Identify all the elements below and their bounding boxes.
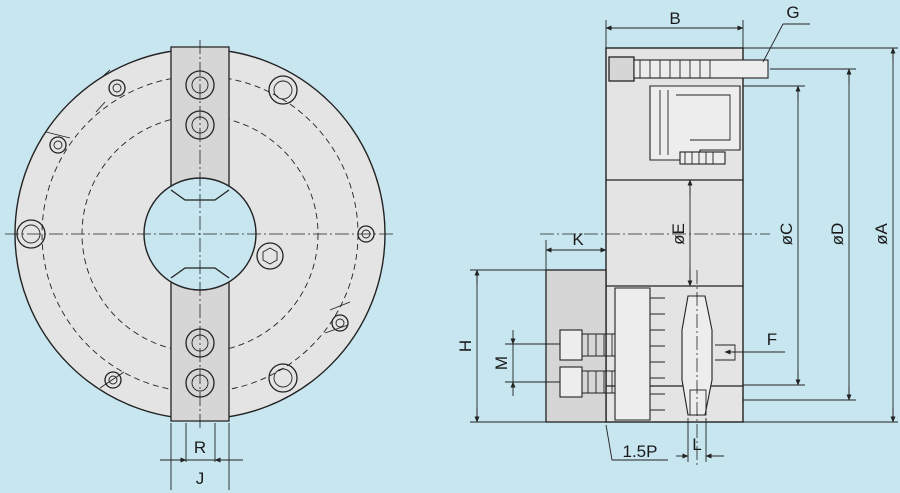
tapped-hole <box>331 314 349 332</box>
tapped-hole <box>104 371 122 389</box>
dim-label-C: øC <box>777 223 796 246</box>
cap-screw-head <box>608 56 635 82</box>
dim-label-B: B <box>669 9 680 28</box>
dim-label-L: L <box>692 435 701 454</box>
dim-label-F: F <box>767 330 777 349</box>
dim-label-P: 1.5P <box>623 442 658 461</box>
side-view: B G K øE øC øD <box>456 3 898 465</box>
dim-label-D: øD <box>828 223 847 246</box>
dim-label-J: J <box>196 469 205 488</box>
tapped-hole <box>49 136 67 154</box>
dim-label-K: K <box>572 230 584 249</box>
dim-label-G: G <box>786 3 799 22</box>
tapped-hole <box>108 79 126 97</box>
hex-screw-hole <box>256 242 284 270</box>
mounting-bolt <box>633 59 769 79</box>
dim-label-A: øA <box>872 222 891 244</box>
front-view: R J <box>5 40 395 490</box>
dim-label-E: øE <box>669 223 688 245</box>
mounting-hole <box>268 75 298 105</box>
mounting-hole <box>268 363 298 393</box>
dim-label-M: M <box>492 356 511 370</box>
dim-label-R: R <box>194 438 206 457</box>
dim-label-H: H <box>456 340 475 352</box>
